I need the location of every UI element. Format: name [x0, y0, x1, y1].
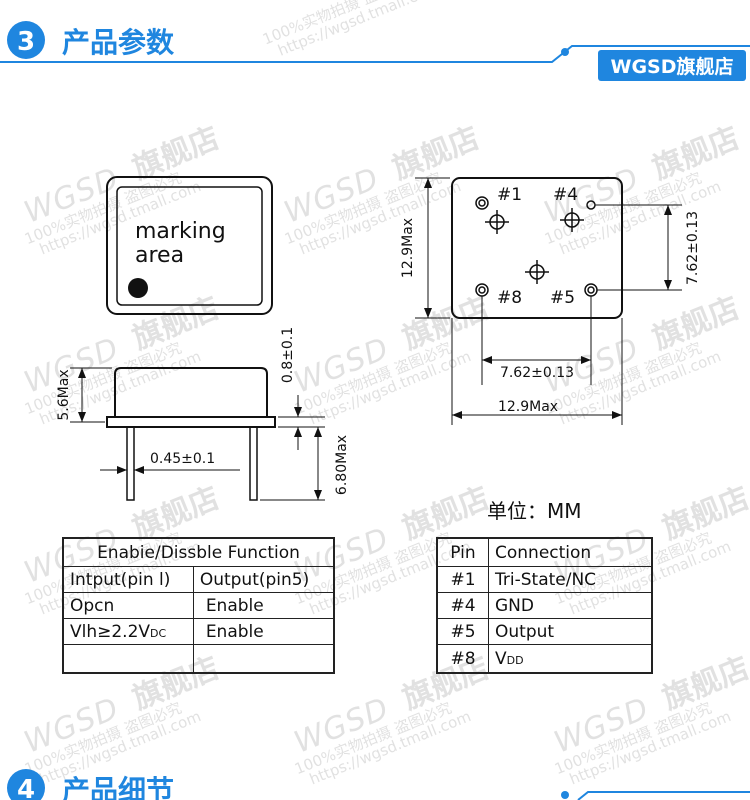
dim-plate: 0.8±0.1: [280, 327, 296, 383]
shop-badge-label: WGSD旗舰店: [610, 55, 733, 78]
table-cell: #1: [436, 566, 489, 593]
table-cell: Vlh≥2.2VDC: [62, 618, 194, 645]
dim-pin-width: 0.45±0.1: [150, 451, 215, 467]
cell-text: V: [495, 648, 507, 669]
dim-pin-length: 6.80Max: [334, 435, 350, 495]
unit-label: 单位：MM: [487, 499, 582, 523]
dim-height: 5.6Max: [56, 369, 72, 420]
header-cell: Pin: [436, 537, 489, 567]
pin5-label: #5: [550, 288, 575, 308]
pin4-label: #4: [553, 185, 578, 205]
dim-bv-width: 12.9Max: [498, 399, 558, 415]
table-cell: Tri-State/NC: [488, 566, 653, 593]
bottom-view: [415, 177, 682, 425]
subscript: DD: [506, 653, 524, 667]
top-view: [106, 176, 273, 315]
pin1-marker-dot: [128, 278, 148, 298]
cell-text: Vlh≥2.2V: [70, 621, 151, 642]
section-number: 4: [17, 775, 35, 800]
table-cell: [62, 644, 194, 674]
table-cell: Enable: [192, 618, 335, 645]
table-cell: #8: [436, 644, 489, 674]
enable-function-table: Enabie/Dissble Function Intput(pin l)Out…: [62, 537, 335, 674]
section-title: 产品参数: [62, 26, 175, 59]
pin8-label: #8: [497, 288, 522, 308]
area-label: area: [135, 243, 184, 268]
table-row: [62, 644, 335, 674]
line-dot: [561, 48, 569, 56]
side-view: [70, 367, 325, 501]
header-cell: Connection: [488, 537, 653, 567]
subscript: DC: [150, 626, 167, 640]
table-row: Intput(pin l)Output(pin5): [62, 566, 335, 593]
table-title: Enabie/Dissble Function: [62, 537, 335, 567]
table-cell: #5: [436, 618, 489, 645]
dim-pin-hspacing: 7.62±0.13: [500, 365, 574, 381]
table-cell: [192, 644, 335, 674]
dim-pin-vspacing: 7.62±0.13: [685, 211, 701, 285]
pin1-label: #1: [497, 185, 522, 205]
table-cell: Enable: [192, 592, 335, 619]
section-header-4: 4 产品细节: [7, 769, 750, 800]
table-cell: VDD: [488, 644, 653, 674]
table-cell: #4: [436, 592, 489, 619]
table-cell: Output: [488, 618, 653, 645]
table-cell: Opcn: [62, 592, 194, 619]
section-number-badge: [7, 21, 45, 59]
shop-badge: [598, 50, 746, 81]
header-cell: Output(pin5): [192, 566, 335, 593]
dim-bv-height: 12.9Max: [400, 218, 416, 278]
header-cell: Intput(pin l): [62, 566, 194, 593]
marking-label: marking: [135, 219, 226, 244]
table-cell: GND: [488, 592, 653, 619]
section-number: 3: [17, 27, 35, 57]
section-header-3: 3 产品参数 WGSD旗舰店: [0, 21, 750, 81]
section-title: 产品细节: [62, 774, 174, 800]
